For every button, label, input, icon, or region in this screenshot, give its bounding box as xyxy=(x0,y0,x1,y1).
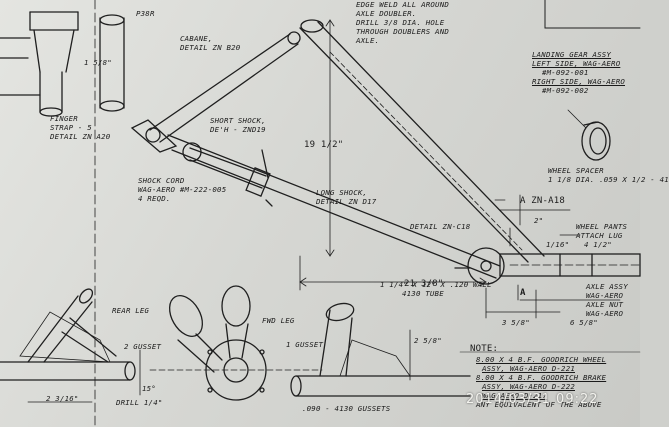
landing-gear-line: RIGHT SIDE, WAG-AERO xyxy=(532,77,625,86)
landing-gear-line: LANDING GEAR ASSY xyxy=(532,50,612,59)
angle-15-label: 15° xyxy=(142,384,156,393)
wheel-pants-line: WHEEL PANTS xyxy=(576,222,628,231)
note-line: 8.00 x 4 B.F. GOODRICH WHEEL xyxy=(476,355,607,364)
note-title: NOTE: xyxy=(470,344,499,354)
dimension-lines xyxy=(299,19,621,319)
dimension-4-5: 4 1/2" xyxy=(584,240,612,249)
long-shock-line: DETAIL ZN D17 xyxy=(316,197,377,206)
top-note-line: AXLE DOUBLER. xyxy=(356,9,417,18)
top-note-line: EDGE WELD ALL AROUND xyxy=(356,0,449,9)
top-left-fragment: P38R xyxy=(136,9,155,18)
tube-spec-line: 1 1/4" x 12" x .120 WALL xyxy=(380,280,492,289)
wheel-spacer-line: 1 1/8 DIA. .059 x 1/2 - 41 xyxy=(548,175,669,184)
wheel-pants-label: WHEEL PANTS ATTACH LUG xyxy=(576,222,627,240)
detail-zn-c18-label: DETAIL ZN-C18 xyxy=(410,222,471,231)
note-line: ANY EQUIVALENT OF THE ABOVE xyxy=(476,400,602,409)
landing-gear-line: #M-092-002 xyxy=(542,86,589,95)
dimension-21: 21 3/8" xyxy=(404,279,444,289)
top-note-line: AXLE. xyxy=(356,36,380,45)
cabane-fitting-top-left xyxy=(0,11,125,117)
axle-assy-line: AXLE NUT xyxy=(586,300,624,309)
shock-struts xyxy=(130,119,501,279)
wheel-spacer-line: WHEEL SPACER xyxy=(548,166,604,175)
tube-spec-line: 4130 TUBE xyxy=(402,289,444,298)
axle-assy-line: AXLE ASSY xyxy=(586,282,628,291)
dimension-2: 2" xyxy=(534,216,544,225)
long-shock-line: LONG SHOCK, xyxy=(316,188,368,197)
fwd-leg-label: FWD LEG xyxy=(262,316,295,325)
shock-cord-label: SHOCK CORD WAG-AERO #M-222-005 4 REQD. xyxy=(138,176,226,203)
dimension-6-5: 6 5/8" xyxy=(570,318,598,327)
axle-assembly xyxy=(454,247,641,285)
top-note-line: DRILL 3/8 DIA. HOLE xyxy=(356,18,445,27)
wheel-spacer-label: WHEEL SPACER 1 1/8 DIA. .059 x 1/2 - 41 xyxy=(548,166,669,184)
long-shock-label: LONG SHOCK, DETAIL ZN D17 xyxy=(316,188,376,206)
cabane-leg xyxy=(149,31,301,143)
dimension-2-5-8: 2 5/8" xyxy=(414,336,442,345)
drill-label: DRILL 1/4" xyxy=(116,398,163,407)
date-timestamp: 2014/03/31 09:22 xyxy=(466,392,599,407)
wheel-spacer xyxy=(567,109,611,161)
gusset-details xyxy=(0,285,471,403)
finger-strap-line: DETAIL ZN A20 xyxy=(50,132,111,141)
short-shock-line: SHORT SHOCK, xyxy=(210,116,266,125)
short-shock-line: DE'H - ZND19 xyxy=(210,125,266,134)
top-note-line: THROUGH DOUBLERS AND xyxy=(356,27,449,36)
note-line: 8.00 x 4 B.F. GOODRICH BRAKE xyxy=(476,373,607,382)
note-line: WAG-AERO D-217 xyxy=(482,391,548,400)
dimension-2-3-16: 2 3/16" xyxy=(46,394,79,403)
landing-gear-line: #M-092-001 xyxy=(542,68,589,77)
landing-gear-assy-label: LANDING GEAR ASSY LEFT SIDE, WAG-AERO #M… xyxy=(532,50,625,95)
short-shock-label: SHORT SHOCK, DE'H - ZND19 xyxy=(210,116,266,134)
finger-strap-line: FINGER xyxy=(50,114,78,123)
parts-note: NOTE: 8.00 x 4 B.F. GOODRICH WHEEL ASSY,… xyxy=(470,344,606,409)
dimension-vertical: 19 1/2" xyxy=(304,140,344,150)
finger-strap-line: STRAP - 5 xyxy=(50,123,92,132)
dimension-1-16: 1/16" xyxy=(546,240,570,249)
dimension-3-5: 3 5/8" xyxy=(502,318,530,327)
shock-cord-line: 4 REQD. xyxy=(138,194,171,203)
shock-cord-line: SHOCK CORD xyxy=(138,176,185,185)
top-weld-note: EDGE WELD ALL AROUND AXLE DOUBLER. DRILL… xyxy=(356,0,449,45)
gussets-spec-label: .090 - 4130 GUSSETS xyxy=(302,404,391,413)
gusset-left-label: 2 GUSSET xyxy=(124,342,162,351)
tube-spec-label: 1 1/4" x 12" x .120 WALL 4130 TUBE xyxy=(380,280,492,298)
landing-gear-drawing xyxy=(0,0,641,427)
gusset-right-label: 1 GUSSET xyxy=(286,340,324,349)
axle-assy-line: WAG-AERO xyxy=(586,309,624,318)
note-line: ASSY, WAG-AERO D-222 xyxy=(482,382,575,391)
section-a-bottom-label: A xyxy=(520,288,526,298)
shock-cord-line: WAG-AERO #M-222-005 xyxy=(138,185,227,194)
cabane-line: CABANE, xyxy=(180,34,213,43)
axle-assy-line: WAG-AERO xyxy=(586,291,624,300)
section-a-top-label: A ZN-A18 xyxy=(520,196,565,206)
finger-strap-label: FINGER STRAP - 5 DETAIL ZN A20 xyxy=(50,114,110,141)
main-gear-leg xyxy=(299,19,545,263)
wheel-pants-line: ATTACH LUG xyxy=(576,231,623,240)
note-line: ASSY, WAG-AERO D-221 xyxy=(482,364,575,373)
landing-gear-line: LEFT SIDE, WAG-AERO xyxy=(532,59,621,68)
rear-leg-label: REAR LEG xyxy=(112,306,150,315)
axle-assy-label: AXLE ASSY WAG-AERO AXLE NUT WAG-AERO xyxy=(586,282,628,318)
dimension-1-5: 1 5/8" xyxy=(84,58,112,67)
cabane-line: DETAIL ZN B20 xyxy=(180,43,241,52)
cabane-label: CABANE, DETAIL ZN B20 xyxy=(180,34,240,52)
